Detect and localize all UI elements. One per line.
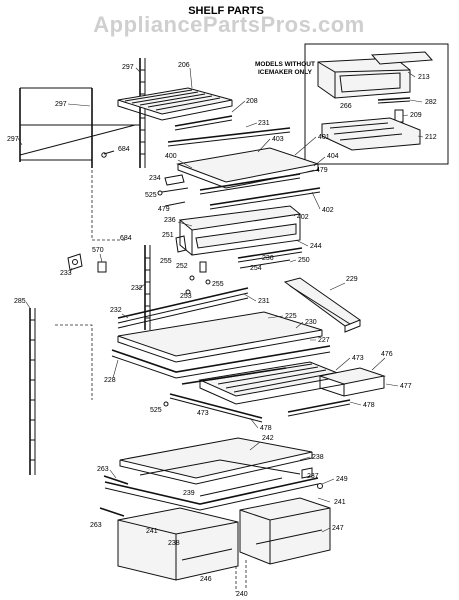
callout-263-b: 263 — [90, 522, 102, 529]
callout-231-a: 231 — [258, 120, 270, 127]
callout-250: 250 — [298, 257, 310, 264]
callout-400: 400 — [165, 153, 177, 160]
callout-236-b: 236 — [262, 255, 274, 262]
diagram-title: SHELF PARTS — [188, 5, 264, 17]
callout-525-b: 525 — [150, 407, 162, 414]
callout-477: 477 — [400, 383, 412, 390]
callout-208: 208 — [246, 98, 258, 105]
callout-403: 403 — [272, 136, 284, 143]
watermark: AppliancePartsPros.com — [93, 12, 364, 37]
callout-246: 246 — [200, 576, 212, 583]
callout-236-a: 236 — [164, 217, 176, 224]
callout-476: 476 — [381, 351, 393, 358]
callout-402-b: 402 — [297, 214, 309, 221]
callout-231-b: 232 — [110, 307, 122, 314]
callout-266: 266 — [340, 103, 352, 110]
callout-684-a: 684 — [118, 146, 130, 153]
callout-570: 570 — [92, 247, 104, 254]
inset-note-line1: MODELS WITHOUT — [255, 61, 315, 68]
callout-473-a: 473 — [352, 355, 364, 362]
callout-297-b: 297 — [55, 101, 67, 108]
callout-282: 282 — [425, 99, 437, 106]
callout-255-b: 255 — [212, 281, 224, 288]
callout-478-b: 478 — [260, 425, 272, 432]
callout-402-a: 402 — [322, 207, 334, 214]
callout-209: 209 — [410, 112, 422, 119]
callout-244: 244 — [310, 243, 322, 250]
callout-206: 206 — [178, 62, 190, 69]
callout-228: 227 — [318, 337, 330, 344]
crisper-assembly: 242 238 237 249 263 239 241 263 241 238 … — [90, 435, 348, 598]
callout-684-b: 684 — [120, 235, 132, 242]
callout-227: 230 — [305, 319, 317, 326]
left-ladder-structure: 285 — [14, 170, 151, 475]
callout-251: 251 — [162, 232, 174, 239]
callout-213: 213 — [418, 74, 430, 81]
callout-240: 240 — [236, 591, 248, 598]
callout-233: 233 — [60, 270, 72, 277]
callout-249: 249 — [336, 476, 348, 483]
callout-263-a: 263 — [97, 466, 109, 473]
callout-479-b: 479 — [158, 206, 170, 213]
callout-255-a: 255 — [160, 258, 172, 265]
callout-230: 225 — [285, 313, 297, 320]
callout-241-a: 241 — [334, 499, 346, 506]
callout-212: 212 — [425, 134, 437, 141]
callout-238-a: 238 — [312, 454, 324, 461]
callout-247: 247 — [332, 525, 344, 532]
callout-225: 231 — [258, 298, 270, 305]
callout-525-a: 525 — [145, 192, 157, 199]
callout-401: 401 — [318, 134, 330, 141]
callout-297-a: 297 — [122, 64, 134, 71]
callout-404: 404 — [327, 153, 339, 160]
upper-shelf-assembly: 297 206 208 231 297 297 684 — [7, 58, 291, 168]
callout-252: 252 — [176, 263, 188, 270]
callout-238-b: 238 — [168, 540, 180, 547]
snack-drawer-assembly: 236 684 251 244 570 236 250 233 255 252 … — [60, 205, 322, 300]
callout-232-b: 285 — [14, 298, 26, 305]
callout-234: 234 — [149, 175, 161, 182]
callout-229: 228 — [104, 377, 116, 384]
callout-254: 254 — [250, 265, 262, 272]
callout-297-c: 297 — [7, 136, 19, 143]
callout-232-a: 232 — [131, 285, 143, 292]
callout-473-b: 473 — [197, 410, 209, 417]
inset-note-line2: ICEMAKER ONLY — [258, 69, 313, 76]
callout-237: 237 — [307, 473, 319, 480]
callout-253: 253 — [180, 293, 192, 300]
callout-242: 242 — [262, 435, 274, 442]
callout-479-a: 479 — [316, 167, 328, 174]
callout-239: 239 — [183, 490, 195, 497]
main-shelf-assembly: 232 231 225 230 227 228 229 — [104, 276, 362, 384]
callout-241-b: 241 — [146, 528, 158, 535]
inset-icemaker-box: MODELS WITHOUT ICEMAKER ONLY 213 266 282… — [255, 43, 449, 165]
callout-478-a: 478 — [363, 402, 375, 409]
callout-285: 229 — [346, 276, 358, 283]
glass-shelf-assembly: 403 401 400 404 479 234 525 479 402 402 — [145, 134, 339, 221]
shelf-frame-assembly: 473 476 477 525 473 478 478 — [150, 351, 412, 432]
